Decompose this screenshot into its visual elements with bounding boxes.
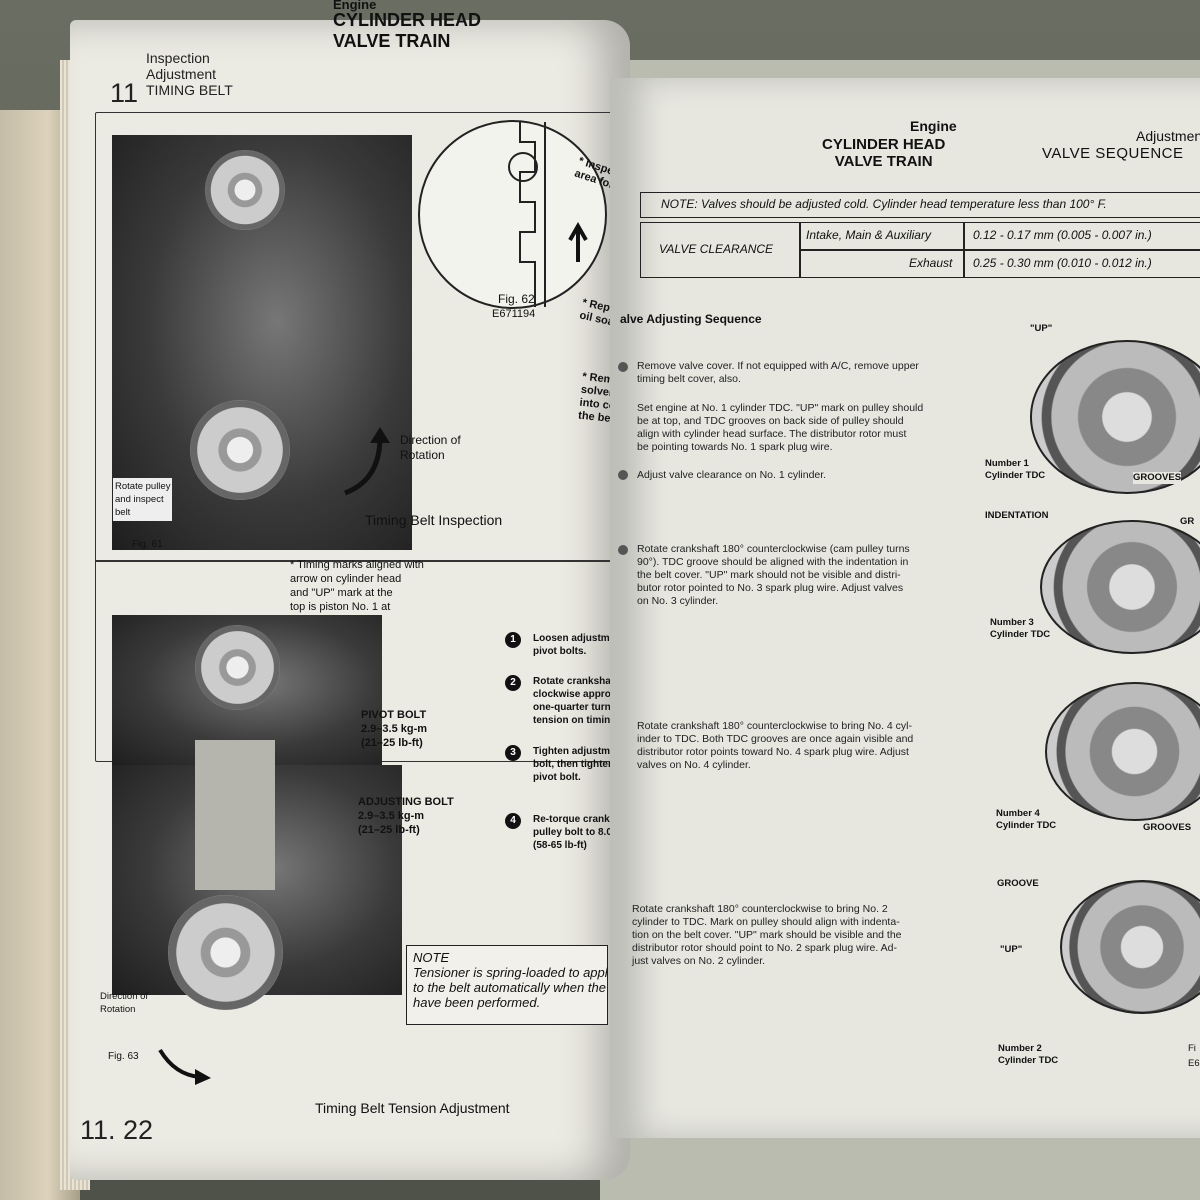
- diagram-4-top-label: GROOVE: [997, 878, 1039, 890]
- section-title: Inspection Adjustment TIMING BELT: [146, 50, 233, 98]
- paragraph-2: Set engine at No. 1 cylinder TDC. "UP" m…: [637, 402, 924, 453]
- step-text: Rotate crankshaft counter- clockwise app…: [533, 676, 661, 726]
- diagram-4-code: E6: [1188, 1058, 1200, 1069]
- timing-note: * Timing marks aligned with arrow on cyl…: [290, 559, 424, 627]
- step-bullet: [618, 362, 628, 372]
- direction-label-fig61: Direction of Rotation: [400, 433, 461, 462]
- step-number: 2: [505, 675, 521, 691]
- diagram-1-top-label: "UP": [1030, 323, 1053, 334]
- tensioner-note: NOTE Tensioner is spring-loaded to apply…: [406, 945, 608, 1025]
- intake-value: 0.12 - 0.17 mm (0.005 - 0.007 in.): [973, 228, 1152, 242]
- step-number: 4: [505, 813, 521, 829]
- step-text: Tighten adjustment bolt, then tighten pi…: [533, 746, 626, 783]
- fig61-label: Fig. 61: [132, 539, 163, 550]
- exhaust-value: 0.25 - 0.30 mm (0.010 - 0.012 in.): [973, 256, 1152, 270]
- pulley-diagram-1: [1030, 340, 1200, 494]
- sequence-title: alve Adjusting Sequence: [620, 312, 762, 326]
- rotate-pulley-label: Rotate pulley and inspect belt: [113, 478, 173, 521]
- diagram-2-top-label: INDENTATION: [985, 510, 1049, 522]
- fig62-code: E671194: [492, 308, 536, 320]
- section-number: 11: [110, 78, 139, 108]
- paragraph-6: Rotate crankshaft 180° counterclockwise …: [632, 903, 902, 967]
- crank-pulley-2: [168, 895, 283, 1010]
- valve-clearance-label: VALVE CLEARANCE: [659, 242, 774, 256]
- fig61-caption: Timing Belt Inspection: [365, 512, 503, 528]
- step-4: 4 Re-torque crankshaft pulley bolt to 8.…: [505, 813, 656, 851]
- pulley-diagram-3: [1045, 682, 1200, 821]
- cam-pulley-2: [195, 625, 280, 710]
- paragraph-5: Rotate crankshaft 180° counterclockwise …: [637, 720, 914, 771]
- adjusting-bolt-label: ADJUSTING BOLT 2.9–3.5 kg-m (21–25 lb-ft…: [358, 796, 454, 836]
- pulley-diagram-4: [1060, 880, 1200, 1014]
- step-number: 1: [505, 632, 521, 648]
- fig63-label: Fig. 63: [108, 1051, 139, 1062]
- diagram-1-right-label: GROOVES: [1133, 472, 1182, 484]
- header-title: CYLINDER HEAD VALVE TRAIN: [822, 136, 946, 170]
- crank-pulley: [190, 400, 290, 500]
- diagram-4-right-label: "UP": [1000, 944, 1023, 955]
- diagram-3-side-label: Number 4 Cylinder TDC: [996, 808, 1057, 832]
- rotation-arrow-icon: [158, 1048, 211, 1085]
- fig63-caption: Timing Belt Tension Adjustment: [315, 1100, 510, 1116]
- pivot-bolt-label: PIVOT BOLT 2.9–3.5 kg-m (21–25 lb-ft): [361, 709, 428, 749]
- header-adjustment: Adjustment: [1136, 128, 1200, 144]
- rotation-arrow-icon: [344, 427, 390, 496]
- diagram-4-fig: Fi: [1188, 1043, 1196, 1054]
- step-bullet: [618, 470, 628, 480]
- valve-clearance-table: VALVE CLEARANCE Intake, Main & Auxiliary…: [640, 222, 1200, 278]
- page-number: 11. 22: [80, 1115, 154, 1145]
- step-text: Re-torque crankshaft pulley bolt to 8.0-…: [533, 814, 656, 851]
- header-engine: Engine: [910, 118, 957, 134]
- page-title: Engine CYLINDER HEAD VALVE TRAIN: [333, 0, 482, 51]
- paragraph-4: Rotate crankshaft 180° counterclockwise …: [637, 543, 910, 607]
- belt-teeth-diagram: [508, 122, 588, 307]
- diagram-3-right-label: GROOVES: [1143, 822, 1192, 834]
- diagram-4-side-label: Number 2 Cylinder TDC: [998, 1043, 1059, 1067]
- note-title: NOTE: [413, 950, 450, 965]
- pulley-diagram-2: [1040, 520, 1200, 654]
- cam-pulley: [205, 150, 285, 230]
- step-1: 1 Loosen adjustment and pivot bolts.: [505, 632, 645, 657]
- fig62-label: Fig. 62: [498, 292, 535, 306]
- header-section: VALVE SEQUENCE: [1042, 145, 1184, 162]
- cold-adjust-note: NOTE: Valves should be adjusted cold. Cy…: [640, 192, 1200, 218]
- step-2: 2 Rotate crankshaft counter- clockwise a…: [505, 675, 660, 726]
- intake-name: Intake, Main & Auxiliary: [806, 228, 931, 242]
- figure-divider: [95, 560, 620, 562]
- belt-cover: [195, 740, 275, 890]
- step-bullet: [618, 545, 628, 555]
- step-3: 3 Tighten adjustment bolt, then tighten …: [505, 745, 625, 783]
- exhaust-name: Exhaust: [909, 256, 953, 270]
- belt-wear-detail: [418, 120, 607, 309]
- step-number: 3: [505, 745, 521, 761]
- diagram-2-side-label: Number 3 Cylinder TDC: [990, 617, 1051, 641]
- paragraph-1: Remove valve cover. If not equipped with…: [637, 360, 919, 385]
- diagram-2-right-label: GR: [1180, 516, 1195, 527]
- step-text: Loosen adjustment and pivot bolts.: [533, 633, 646, 657]
- direction-label-fig63: Direction of Rotation: [100, 991, 149, 1015]
- diagram-1-side-label: Number 1 Cylinder TDC: [985, 458, 1046, 481]
- paragraph-3: Adjust valve clearance on No. 1 cylinder…: [637, 469, 827, 481]
